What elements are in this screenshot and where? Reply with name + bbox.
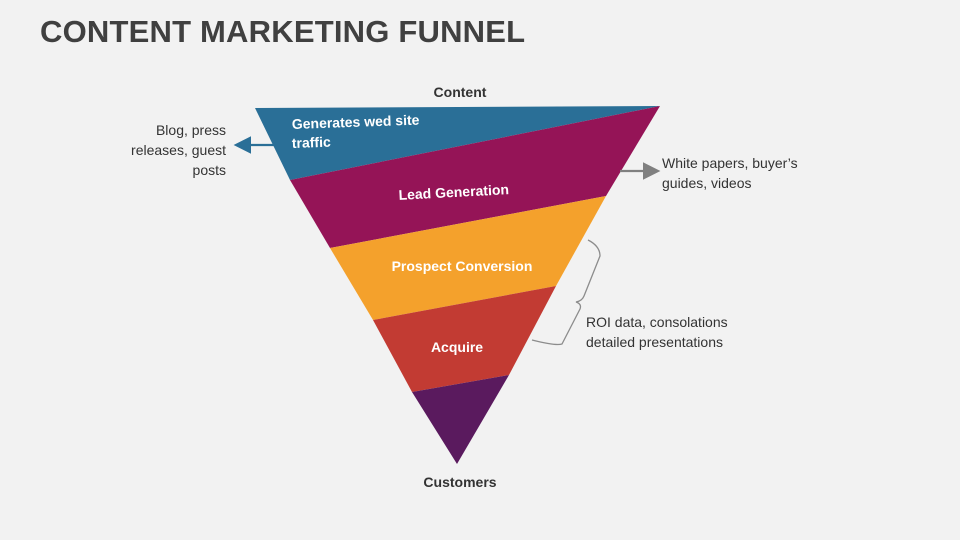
layer-label-traffic-line1: Generates wed site <box>292 112 420 132</box>
layer-label-prospect-conversion: Prospect Conversion <box>392 258 533 274</box>
note-roi-data: ROI data, consolations detailed presenta… <box>586 314 728 350</box>
funnel-layer-customers <box>412 375 509 464</box>
funnel-layer-acquire <box>373 286 556 392</box>
page-title: CONTENT MARKETING FUNNEL <box>40 14 526 49</box>
funnel-layer-traffic <box>255 106 660 180</box>
layer-label-acquire: Acquire <box>431 339 483 355</box>
bracket-icon <box>531 239 601 346</box>
funnel-top-label: Content <box>433 84 487 100</box>
layer-label-lead-generation: Lead Generation <box>398 181 509 203</box>
note-left-blog: Blog, press releases, guest posts <box>131 122 226 178</box>
note-right-white-papers: White papers, buyer’s guides, videos <box>662 155 798 191</box>
funnel-bottom-label: Customers <box>423 474 497 490</box>
funnel-layer-prospect-conversion <box>330 196 606 320</box>
layer-label-traffic-line2: traffic <box>292 134 332 151</box>
funnel-layer-lead-generation <box>290 106 660 248</box>
